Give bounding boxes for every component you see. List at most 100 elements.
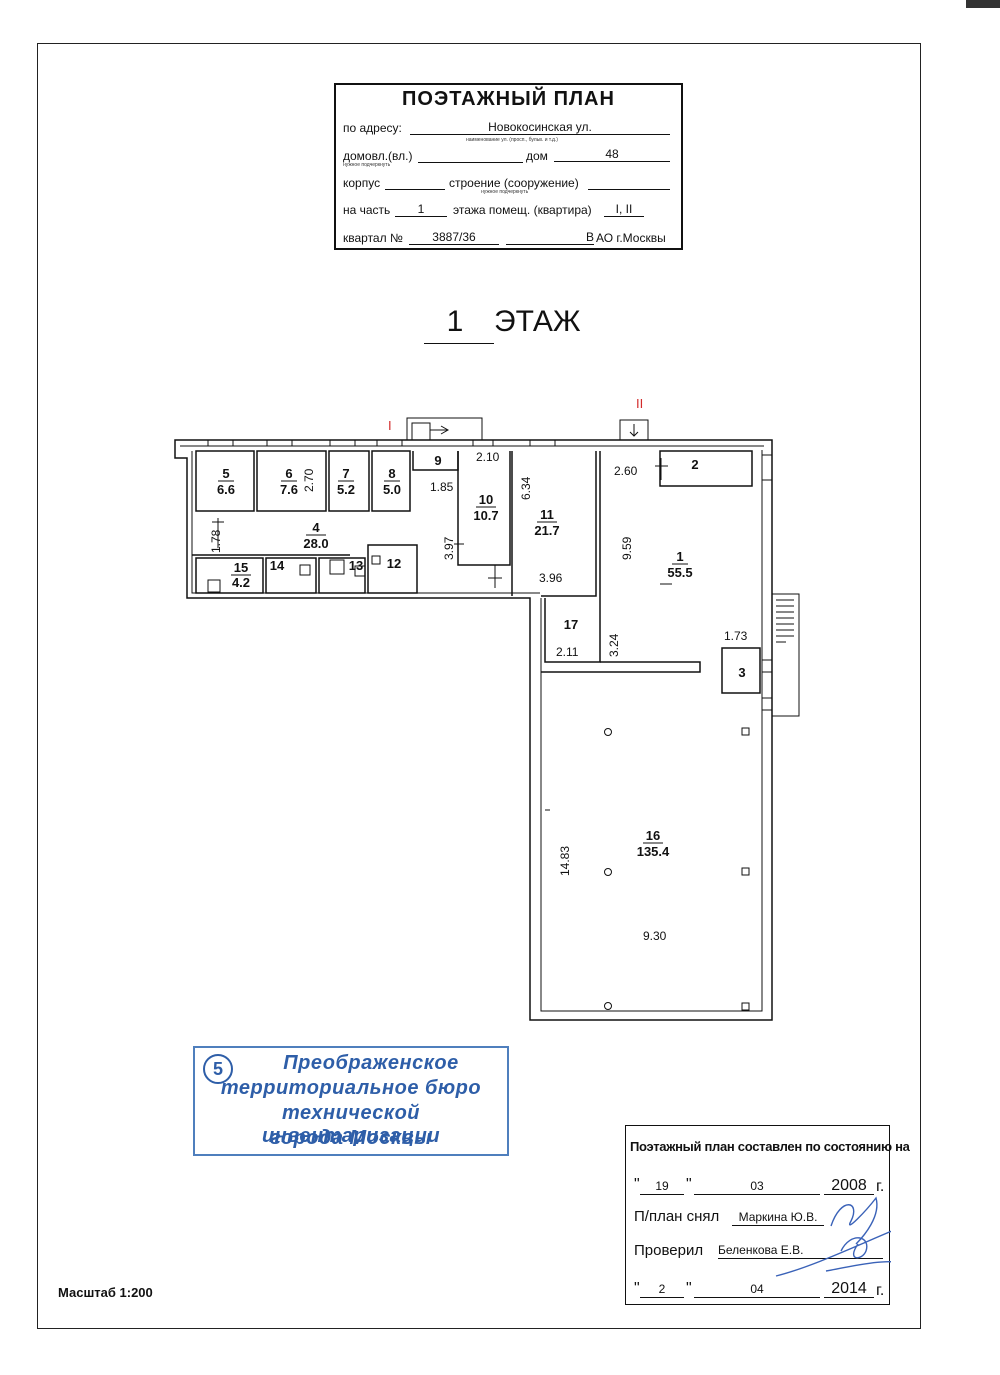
floor-label: ЭТАЖ [494, 305, 581, 338]
na-chast-value: 1 [395, 202, 447, 217]
room-12-num: 12 [387, 556, 401, 571]
date1-year-suffix: г. [876, 1178, 885, 1195]
entrance-1-label: I [388, 418, 392, 433]
date1-close-quote: " [686, 1176, 692, 1193]
columns [604, 727, 750, 1011]
korpus-line [385, 175, 445, 190]
date2-month: 04 [694, 1282, 820, 1298]
dim-9-30: 9.30 [643, 929, 667, 943]
outer-wall [174, 439, 773, 1021]
stroenie-note: нужное подчеркнуть [481, 189, 529, 195]
plan-title: ПОЭТАЖНЫЙ ПЛАН [402, 88, 615, 110]
dom-value: 48 [554, 147, 670, 162]
signature-surveyed [830, 1196, 878, 1245]
dimension-labels: 2.10 1.85 2.70 6.34 1.78 3.97 3.96 2.60 … [209, 450, 748, 943]
address-value: Новокосинская ул. [410, 120, 670, 135]
address-note: наименование ул. (просп., бульв. и т.д.) [466, 137, 558, 143]
dim-3-97: 3.97 [442, 536, 456, 560]
room-6-area: 7.6 [280, 482, 298, 497]
scan-corner-mark [966, 0, 1000, 8]
kvartal-label: квартал № [343, 231, 403, 245]
room-1-area: 55.5 [667, 565, 692, 580]
date1-day: 19 [640, 1179, 684, 1195]
okrug-suffix: АО г.Москвы [596, 231, 666, 245]
room-5-outline [195, 450, 255, 512]
room-2-outline [659, 450, 753, 487]
stroenie-line [588, 175, 670, 190]
bti-stamp: 5 Преображенское территориальное бюро те… [193, 1046, 509, 1156]
surveyed-by: Маркина Ю.В. [732, 1210, 824, 1226]
room-9-num: 9 [434, 453, 441, 468]
room-10-area: 10.7 [473, 508, 498, 523]
scale-label: Масштаб 1:200 [58, 1285, 153, 1300]
checked-by: Беленкова Е.В. [718, 1243, 883, 1259]
surveyed-label: П/план снял [634, 1208, 720, 1225]
room-11-area: 21.7 [534, 523, 559, 538]
stamp-line-2: территориальное бюро [220, 1077, 482, 1099]
etazha-value: I, II [604, 202, 644, 217]
stairs-right [762, 593, 800, 717]
room-16-area: 135.4 [637, 844, 670, 859]
date2-year: 2014 [824, 1280, 874, 1298]
sheet-frame [37, 43, 921, 1329]
date1-year: 2008 [824, 1177, 874, 1195]
stroenie-label: строение (сооружение) [449, 176, 579, 190]
etazha-label: этажа помещ. (квартира) [453, 203, 592, 217]
room-3-num: 3 [738, 665, 745, 680]
room-13-num: 13 [349, 558, 363, 573]
address-label: по адресу: [343, 121, 402, 135]
date1-open-quote: " [634, 1176, 640, 1193]
date2-day: 2 [640, 1282, 684, 1298]
cert-heading: Поэтажный план составлен по состоянию на [630, 1139, 910, 1154]
room-17-num: 17 [564, 617, 578, 632]
date2-open-quote: " [634, 1280, 640, 1297]
room-11-num: 11 [540, 507, 554, 522]
room-2-num: 2 [691, 457, 698, 472]
domovl-line [418, 148, 523, 163]
room-15-area: 4.2 [232, 575, 250, 590]
entrance-2-label: II [636, 396, 643, 411]
fixtures [207, 555, 381, 593]
dim-2-70: 2.70 [302, 468, 316, 492]
date1-month: 03 [694, 1179, 820, 1195]
stamp-line-3: технической инвентаризации [261, 1102, 441, 1147]
room-1-num: 1 [676, 549, 683, 564]
room-10-num: 10 [479, 492, 493, 507]
room-7-area: 5.2 [337, 482, 355, 497]
room-4-area: 28.0 [303, 536, 328, 551]
stamp-line-4: города Москвы [270, 1127, 432, 1149]
dim-3-24: 3.24 [607, 633, 621, 657]
okrug-value: В [506, 230, 594, 245]
room-number-underlines [218, 480, 688, 844]
signature-checked [775, 1230, 891, 1277]
kvartal-value: 3887/36 [409, 230, 499, 245]
dim-1-78: 1.78 [209, 529, 223, 553]
dim-9-59: 9.59 [620, 536, 634, 560]
room-16-num: 16 [646, 828, 660, 843]
dim-1-85: 1.85 [430, 480, 454, 494]
dim-3-96: 3.96 [539, 571, 563, 585]
room-8-num: 8 [388, 466, 395, 481]
signatures [775, 1196, 891, 1277]
date2-year-suffix: г. [876, 1282, 885, 1299]
entrance-1-porch [406, 417, 483, 441]
room-labels: 5 6.6 6 7.6 7 5.2 8 5.0 9 10 10.7 11 21.… [217, 453, 746, 859]
room-7-num: 7 [342, 466, 349, 481]
room-6-outline [256, 450, 327, 512]
entrance-2-porch [619, 419, 649, 441]
room-8-outline [371, 450, 411, 512]
floor-number: 1 [446, 305, 464, 338]
dimension-ticks [212, 458, 672, 811]
date2-close-quote: " [686, 1280, 692, 1297]
windows-top [207, 439, 773, 481]
domovl-note: нужное подчеркнуть [343, 162, 391, 168]
korpus-label: корпус [343, 176, 381, 190]
dim-6-34: 6.34 [519, 476, 533, 500]
domovl-label: домовл.(вл.) [343, 149, 413, 163]
room-14-outline [265, 557, 317, 594]
room-14-num: 14 [270, 558, 285, 573]
room-3-outline [721, 647, 761, 694]
room-8-area: 5.0 [383, 482, 401, 497]
room-6-num: 6 [285, 466, 292, 481]
